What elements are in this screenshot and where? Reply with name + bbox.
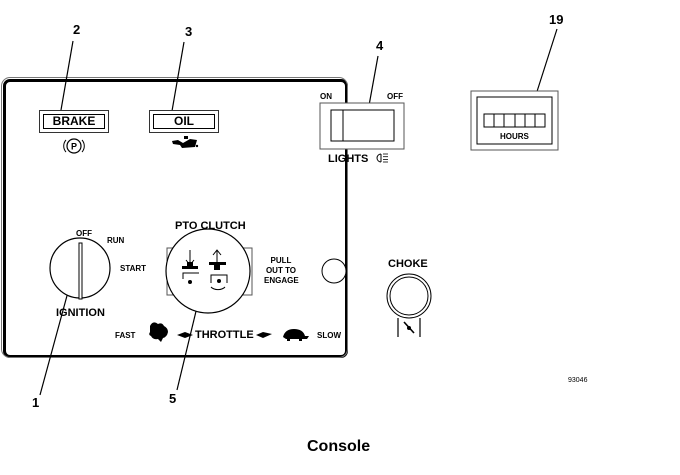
throttle-arrow-left: [177, 332, 193, 338]
callout-19: 19: [549, 12, 564, 27]
choke-icon: [397, 318, 421, 337]
ignition-label: IGNITION: [56, 307, 105, 319]
callout-5: 5: [169, 391, 177, 406]
figure-number: 93046: [568, 377, 588, 384]
pto-instruction-line-3: ENGAGE: [264, 276, 299, 285]
ignition-switch: [49, 237, 111, 300]
throttle-arrow-right: [256, 332, 272, 338]
callout-1: 1: [32, 395, 40, 410]
lights-on-label: ON: [320, 92, 332, 101]
light-switch[interactable]: [320, 103, 404, 149]
pto-instruction-line-1: PULL: [270, 256, 292, 265]
brake-indicator-label: BRAKE: [43, 114, 105, 129]
leader-line-1: [39, 291, 69, 396]
callout-2: 2: [73, 22, 81, 37]
oil-can-icon: [172, 136, 199, 148]
callout-4: 4: [376, 38, 384, 53]
throttle-fast-label: FAST: [115, 331, 136, 340]
indicator-hole: [321, 258, 347, 284]
leader-line-2: [60, 40, 74, 111]
ignition-start-label: START: [120, 264, 147, 273]
oil-indicator: OIL: [149, 110, 219, 133]
hourmeter-label: HOURS: [500, 132, 529, 141]
ignition-off-label: OFF: [76, 229, 92, 238]
ignition-key-switch[interactable]: [50, 238, 110, 298]
console-panel-outline: [1, 77, 348, 358]
choke-knob: [386, 273, 432, 319]
leader-line-5: [176, 302, 199, 391]
oil-indicator-label: OIL: [153, 114, 215, 129]
pto-instruction-line-2: OUT TO: [265, 266, 297, 275]
throttle-slow-label: SLOW: [317, 331, 341, 340]
headlight-icon: [376, 153, 388, 163]
hourmeter-digits: [483, 113, 546, 128]
turtle-icon: [283, 329, 309, 341]
pto-clutch-title: PTO CLUTCH: [175, 220, 246, 232]
light-switch-rocker: [330, 109, 395, 142]
lights-label: LIGHTS: [328, 153, 369, 165]
leader-line-3: [171, 41, 185, 112]
choke-control[interactable]: [387, 274, 431, 318]
figure-caption: Console: [307, 438, 371, 455]
pto-clutch-switch: [165, 228, 253, 314]
throttle-label: THROTTLE: [195, 329, 254, 341]
ignition-run-label: RUN: [107, 236, 125, 245]
callout-3: 3: [185, 24, 193, 39]
pto-instruction: PULL OUT TO ENGAGE: [264, 256, 299, 286]
parking-brake-icon: P: [63, 138, 85, 154]
svg-text:P: P: [71, 142, 77, 152]
brake-indicator: BRAKE: [39, 110, 109, 133]
lights-off-label: OFF: [387, 92, 403, 101]
pto-clutch-knob[interactable]: [166, 229, 250, 313]
console-panel: [3, 79, 348, 358]
choke-label: CHOKE: [388, 258, 428, 270]
rabbit-icon: [149, 322, 168, 342]
